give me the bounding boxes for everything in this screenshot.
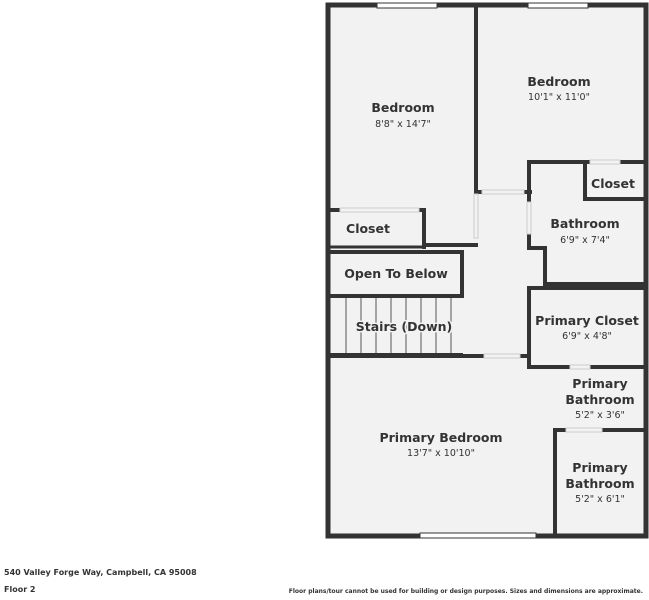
window [376,2,438,9]
room-dims-bedroom-right: 10'1" x 11'0" [528,92,590,103]
opening [339,207,420,213]
window [419,532,537,539]
room-dims-primary-bedroom: 13'7" x 10'10" [407,448,475,459]
walls [325,2,649,539]
room-label-primary-closet: Primary Closet [535,313,639,328]
room-dims-primary-closet: 6'9" x 4'8" [562,331,612,342]
window [527,2,589,9]
opening [589,159,621,165]
room-label-stairs: Stairs (Down) [356,319,453,334]
address-text: 540 Valley Forge Way, Campbell, CA 95008 [4,568,197,577]
room-label-primary-bathroom-2-line1: Primary [572,460,627,475]
disclaimer-text: Floor plans/tour cannot be used for buil… [288,588,643,595]
room-label-open-to-below: Open To Below [344,266,448,281]
room-dims-primary-bathroom-1: 5'2" x 3'6" [575,410,625,421]
room-label-primary-bedroom: Primary Bedroom [379,430,502,445]
opening [473,193,479,239]
floor-label: Floor 2 [4,585,36,594]
opening [526,201,532,235]
opening [483,353,521,359]
floor-area [328,5,646,536]
room-dims-bathroom: 6'9" x 7'4" [560,235,610,246]
opening [565,427,603,433]
room-label-closet-right: Closet [591,176,635,191]
windows [376,2,589,539]
room-label-primary-bathroom-1-line2: Bathroom [565,392,634,407]
room-label-bedroom-right: Bedroom [527,74,590,89]
openings [339,159,621,433]
room-label-closet-left: Closet [346,221,390,236]
room-dims-bedroom-left: 8'8" x 14'7" [375,119,431,130]
room-label-primary-bathroom-2-line2: Bathroom [565,476,634,491]
opening [481,189,525,195]
room-label-primary-bathroom-1-line1: Primary [572,376,627,391]
opening [569,364,591,370]
stair-treads [345,298,452,353]
room-label-bedroom-left: Bedroom [371,100,434,115]
room-dims-primary-bathroom-2: 5'2" x 6'1" [575,494,625,505]
room-label-bathroom: Bathroom [550,216,619,231]
